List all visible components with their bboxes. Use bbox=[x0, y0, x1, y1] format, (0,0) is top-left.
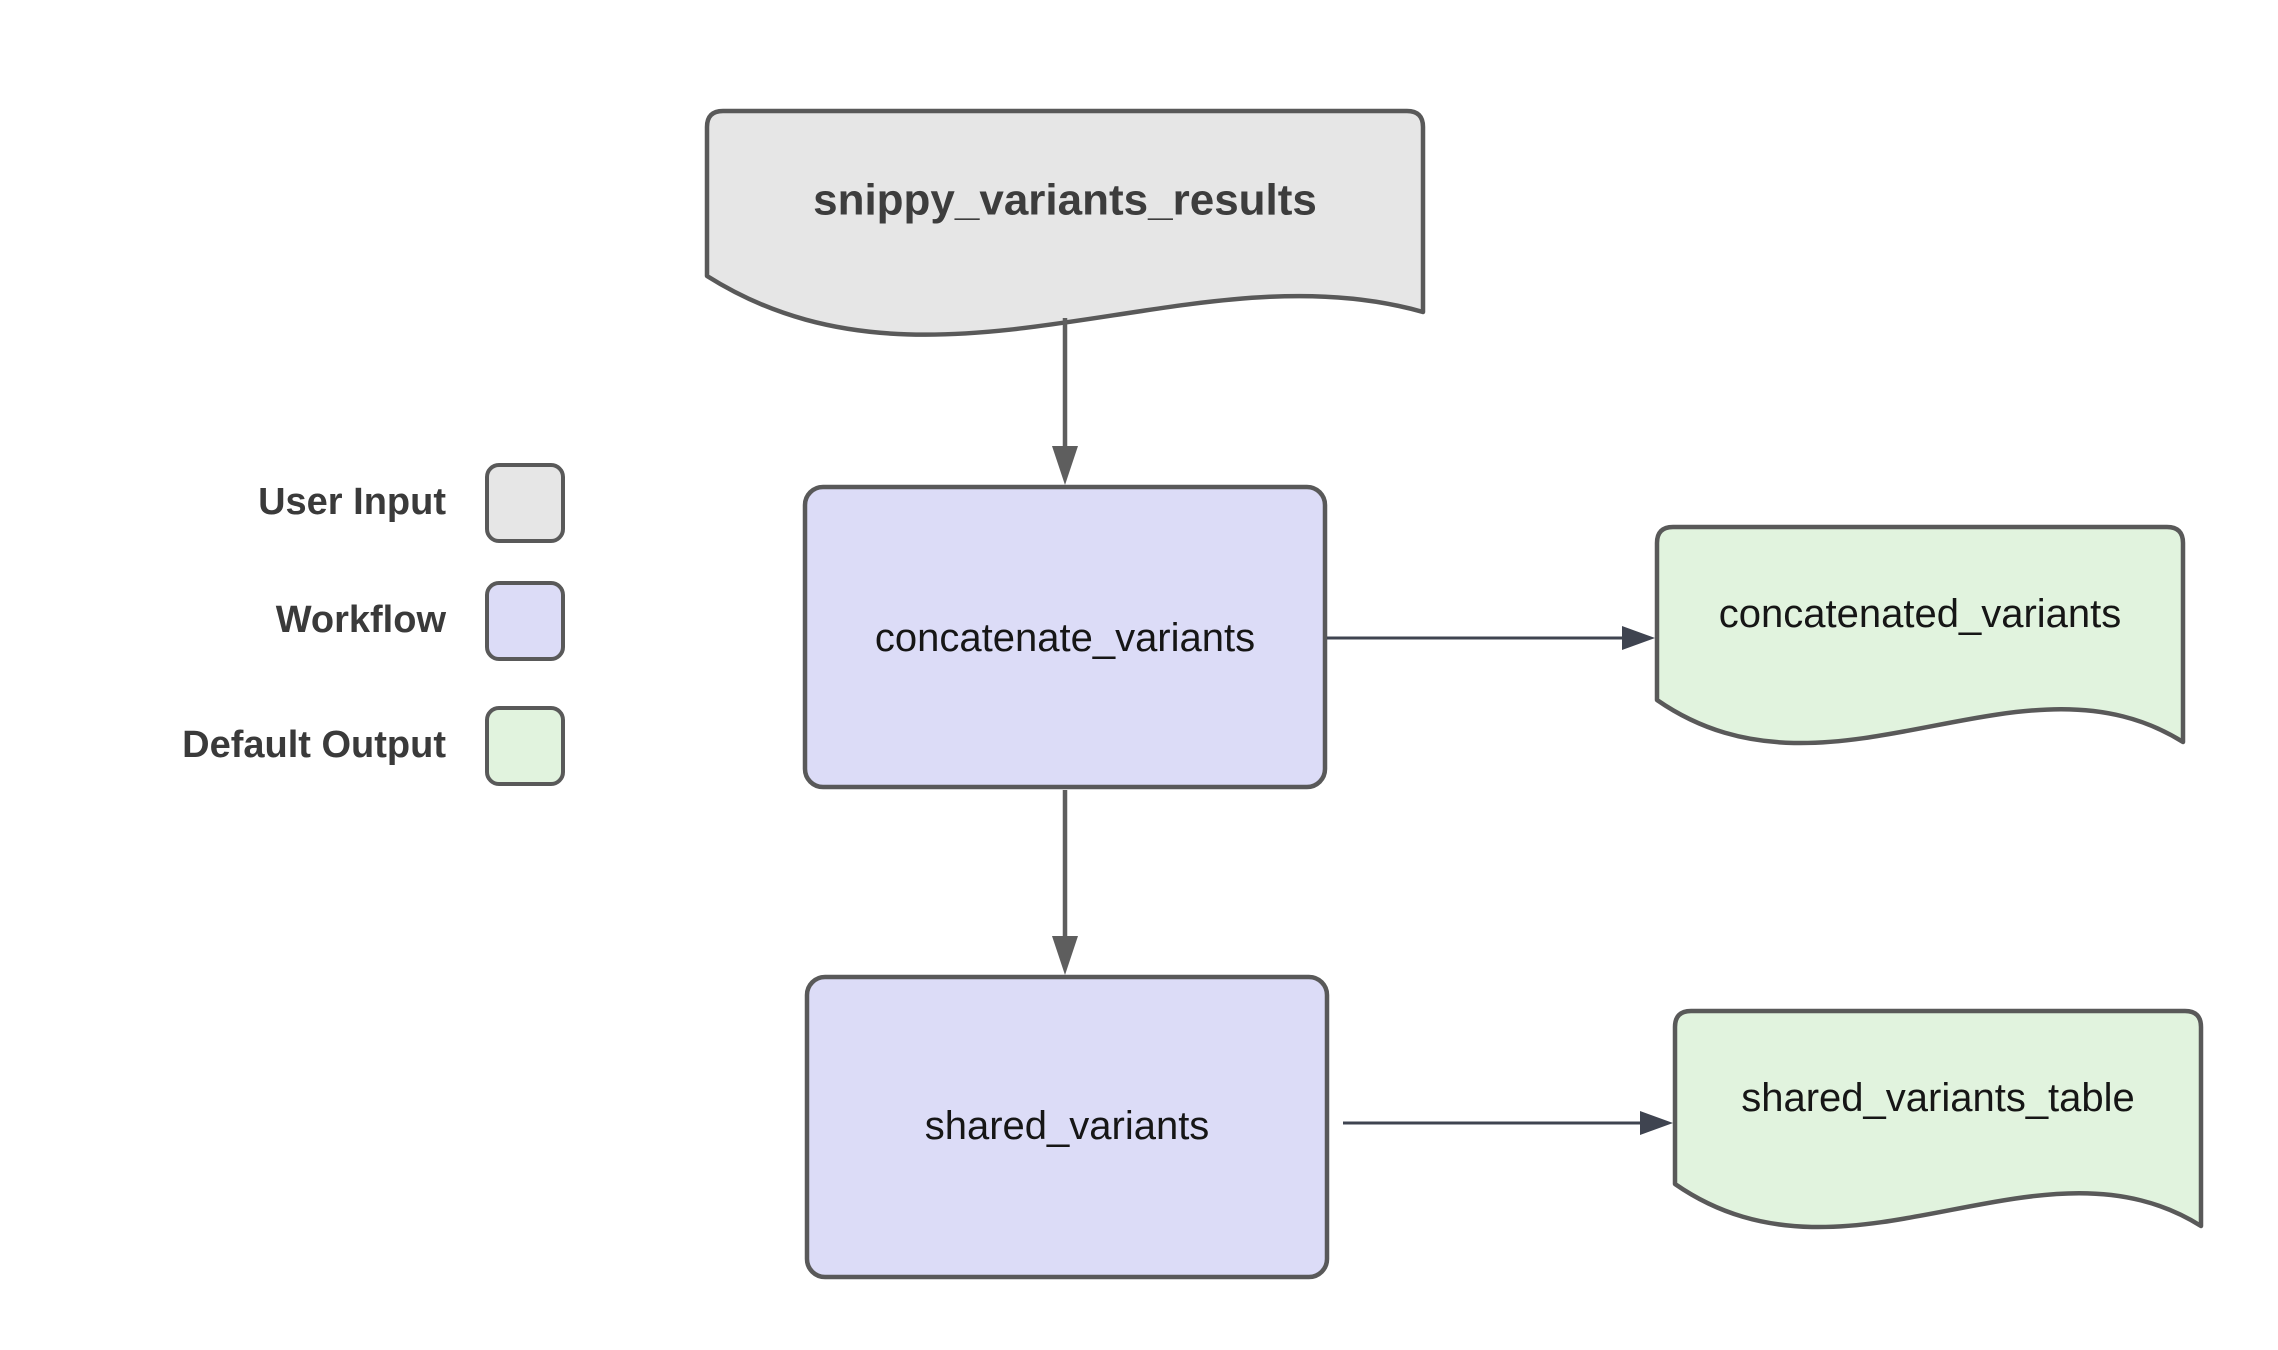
node-label-shared-variants: shared_variants bbox=[924, 1104, 1210, 1148]
node-label-snippy-variants-results: snippy_variants_results bbox=[813, 175, 1317, 225]
legend-label-default-output: Default Output bbox=[182, 724, 446, 767]
arrowhead-down-icon bbox=[1052, 936, 1078, 975]
legend-label-user-input: User Input bbox=[258, 481, 446, 524]
arrowhead-right-icon bbox=[1622, 626, 1655, 650]
node-label-concatenate-variants: concatenate_variants bbox=[874, 616, 1256, 660]
default-output-document-concatenated-variants bbox=[1654, 524, 2186, 746]
edge-snippy-to-concatenate bbox=[1052, 318, 1078, 485]
arrowhead-down-icon bbox=[1052, 446, 1078, 485]
default-output-document-shared-variants-table bbox=[1672, 1008, 2204, 1230]
workflow-box-concatenate-variants bbox=[802, 484, 1328, 790]
legend-swatch-workflow bbox=[485, 581, 565, 661]
workflow-box-shared-variants bbox=[804, 974, 1330, 1280]
edge-shared-to-table bbox=[1343, 1111, 1673, 1135]
legend-swatch-default-output bbox=[485, 706, 565, 786]
arrowhead-right-icon bbox=[1640, 1111, 1673, 1135]
legend bbox=[485, 463, 565, 786]
node-label-shared-variants-table: shared_variants_table bbox=[1741, 1076, 2135, 1120]
legend-swatch-user-input bbox=[485, 463, 565, 543]
edge-concatenate-to-shared bbox=[1052, 790, 1078, 975]
user-input-document-shape bbox=[704, 108, 1426, 337]
legend-label-workflow: Workflow bbox=[275, 599, 446, 642]
node-label-concatenated-variants: concatenated_variants bbox=[1718, 592, 2122, 636]
edge-concatenate-to-concatenated bbox=[1327, 626, 1655, 650]
